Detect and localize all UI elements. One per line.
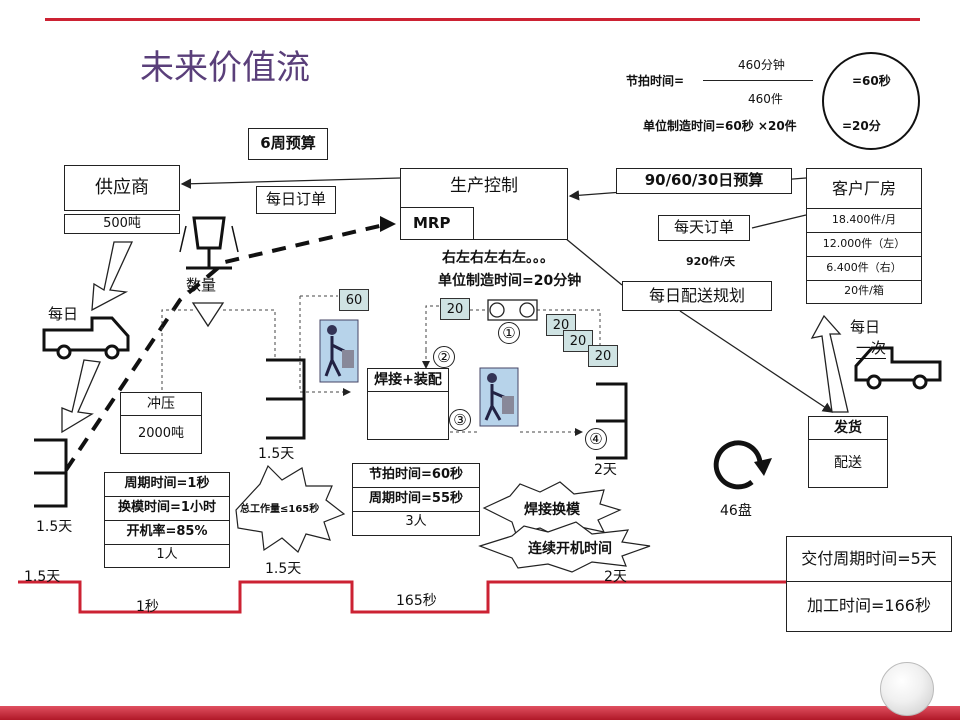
daily-right-sub: 一次	[856, 339, 887, 359]
data-row: 周期时间=1秒	[105, 473, 229, 497]
mrp-label: MRP	[413, 214, 451, 232]
stamping-value: 2000吨	[137, 426, 185, 441]
supermarket-rack	[34, 438, 68, 508]
cycle-count: 46盘	[720, 503, 752, 519]
data-row: 3人	[405, 514, 427, 529]
stamping-name: 冲压	[121, 393, 201, 416]
kaizen-uptime-label: 连续开机时间	[528, 541, 612, 557]
kaizen-changeover-label: 焊接换模	[524, 502, 580, 518]
top-rule	[45, 18, 920, 21]
data-row: 1人	[156, 547, 178, 562]
tugger-cart	[487, 299, 538, 321]
signal-kanban-icon	[192, 216, 226, 250]
takt-result: =60秒	[852, 74, 891, 88]
process-time: 加工时间=166秒	[807, 596, 931, 615]
timeline-label: 1.5天	[265, 561, 302, 577]
timeline-label: 1.5天	[24, 569, 61, 585]
production-control-box: 生产控制 MRP	[400, 168, 568, 240]
customer-data-table: 18.400件/月 12.000件（左） 6.400件（右） 20件/箱	[806, 208, 922, 304]
customer-row: 12.000件（左）	[807, 233, 921, 257]
takt-numerator: 460分钟	[738, 58, 785, 72]
inventory-triangle	[191, 302, 225, 328]
customer-row: 18.400件/月	[807, 209, 921, 233]
kaizen-total-label: 总工作量≤165秒	[240, 504, 320, 515]
supplier-box: 供应商	[64, 165, 180, 211]
shipping-value: 配送	[834, 455, 862, 471]
daily-plan: 每日配送规划	[622, 281, 772, 311]
info-arrow-plan-ship	[679, 310, 834, 413]
supplier-qty: 500吨	[64, 214, 180, 234]
signal-arrowhead	[380, 216, 396, 232]
data-row: 换模时间=1小时	[105, 497, 229, 521]
weld-data-box: 节拍时间=60秒 周期时间=55秒 3人	[352, 463, 480, 536]
takt-denominator: 460件	[748, 92, 783, 106]
step-circle-1: ①	[498, 322, 520, 344]
truck-icon-left	[42, 316, 130, 360]
inventory-days: 1.5天	[36, 519, 73, 535]
page-title: 未来价值流	[140, 48, 310, 88]
budget-6week: 6周预算	[248, 128, 328, 160]
info-arrow-pc-supplier	[180, 177, 401, 189]
inventory-days: 2天	[594, 462, 617, 478]
daily-order-left: 每日订单	[256, 186, 336, 214]
takt-circle	[822, 52, 920, 150]
quantity-label: 数量	[186, 276, 217, 294]
shipping-name: 发货	[809, 417, 887, 440]
customer-box: 客户厂房	[806, 168, 922, 210]
shipment-arrow-supplier	[91, 241, 134, 312]
signal-dashed-line	[64, 222, 389, 472]
daily-left-label: 每日	[48, 305, 79, 323]
data-row: 开机率=85%	[105, 521, 229, 545]
daily-right-line: 每日	[850, 318, 881, 336]
unit-time-20: 单位制造时间=20分钟	[438, 273, 582, 289]
unit-time-result: =20分	[842, 119, 881, 133]
supermarket-rack	[266, 358, 306, 440]
withdrawal-loop-3	[425, 305, 440, 350]
step-circle-4: ④	[585, 428, 607, 450]
shipment-arrow-customer	[810, 314, 849, 413]
unit-time-line: 单位制造时间=60秒 ×20件	[643, 119, 797, 133]
timeline-label: 165秒	[396, 593, 437, 609]
customer-title: 客户厂房	[831, 179, 896, 198]
timeline-label: 1秒	[136, 599, 159, 615]
step-circle-2: ②	[433, 346, 455, 368]
operator-figure	[479, 367, 519, 427]
budget-90-60-30: 90/60/30日预算	[616, 168, 792, 194]
takt-fraction-line	[703, 80, 813, 81]
summary-box: 交付周期时间=5天 加工时间=166秒	[786, 536, 952, 632]
per-day-qty: 920件/天	[686, 255, 735, 268]
daily-order-right: 每天订单	[658, 215, 750, 241]
bottom-band	[0, 706, 960, 720]
data-row: 周期时间=55秒	[353, 488, 479, 512]
logo-sphere	[880, 662, 934, 716]
cycle-arrow-icon	[713, 440, 763, 490]
data-row: 节拍时间=60秒	[353, 464, 479, 488]
inventory-days: 1.5天	[258, 446, 295, 462]
shipping-box: 发货 配送	[808, 416, 888, 488]
kanban-card: 20	[588, 345, 618, 367]
operator-figure	[319, 319, 359, 383]
kanban-card: 20	[440, 298, 470, 320]
stamping-data-box: 周期时间=1秒 换模时间=1小时 开机率=85% 1人	[104, 472, 230, 568]
step-circle-3: ③	[449, 409, 471, 431]
weld-process: 焊接+装配	[367, 368, 449, 440]
customer-row: 20件/箱	[844, 284, 884, 297]
weld-name: 焊接+装配	[368, 369, 448, 392]
production-control-title: 生产控制	[450, 176, 518, 196]
takt-label: 节拍时间=	[626, 74, 685, 88]
stamping-process: 冲压 2000吨	[120, 392, 202, 454]
shipment-arrow-down	[61, 359, 101, 434]
mrp-cell: MRP	[401, 207, 474, 239]
sequence-text: 右左右左右左。。。	[442, 250, 554, 266]
kanban-card: 60	[339, 289, 369, 311]
supplier-name: 供应商	[95, 177, 149, 198]
timeline-label: 2天	[604, 569, 627, 585]
info-arrow-customer-daily	[751, 214, 807, 229]
daily-right-label: 每日	[850, 318, 880, 336]
customer-row: 6.400件（右）	[807, 257, 921, 281]
lead-time: 交付周期时间=5天	[787, 537, 951, 582]
